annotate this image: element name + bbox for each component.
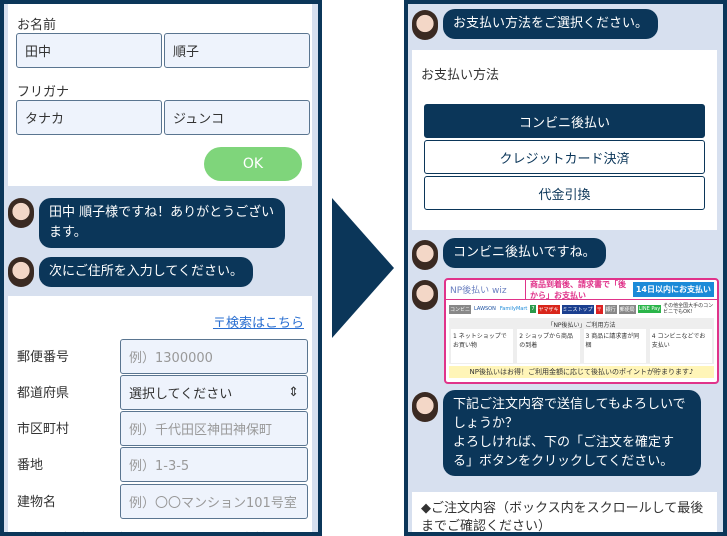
np-atobarai-banner: NP後払い wiz 商品到着後、請求書で「後から」お支払い 14日以内にお支払い… [444,278,719,384]
operator-avatar [8,257,34,287]
chat-bubble: お支払い方法をご選択ください。 [443,9,659,39]
order-summary-card[interactable]: ◆ご注文内容（ボックス内をスクロールして最後までご確認ください） [412,492,717,534]
payment-option-credit[interactable]: クレジットカード決済 [424,140,705,174]
address-form-card: 〒検索はこちら 郵便番号 例）1300000 都道府県 選択してください ⇕ 市区… [8,296,314,532]
order-heading: ◆ご注文内容（ボックス内をスクロールして最後までご確認ください） [421,501,704,534]
building-input[interactable]: 例）〇〇マンション101号室 [120,484,308,519]
ok-button[interactable]: OK [204,147,302,181]
store-logo: LAWSON [473,305,497,313]
arrow-right-icon [332,198,394,338]
store-logo: 7 [530,305,536,313]
zip-search-link[interactable]: 〒検索はこちら [212,316,304,331]
chat-bubble: 田中 順子様ですね！ありがとうございます。 [39,198,285,248]
step-item: 4 コンビニなどでお支払い [649,329,712,363]
payment-label: お支払い方法 [421,68,500,83]
operator-avatar [412,392,438,422]
store-logos: コンビニ LAWSON FamilyMart 7 ヤマザキ ミニストップ 〒 銀… [446,300,717,318]
banner-headline: 商品到着後、請求書で「後から」お支払い [530,279,626,300]
stores-note: その他全国大手のコンビニでもOK! [663,303,714,315]
prefecture-select[interactable]: 選択してください ⇕ [120,375,308,410]
payment-option-cod[interactable]: 代金引換 [424,176,705,210]
city-label: 市区町村 [17,422,70,437]
store-logo: ミニストップ [561,304,594,314]
operator-avatar [412,280,438,310]
prefecture-value: 選択してください [129,387,233,402]
banner-footer: NP後払いはお得！ご利用金額に応じて後払いのポイントが貯まります♪ [449,366,714,378]
street-input[interactable]: 例）1-3-5 [120,447,308,482]
operator-avatar [412,10,438,40]
operator-avatar [8,198,34,228]
usage-steps: 「NP後払い」ご利用方法 1 ネットショップでお買い物 2 ショップから商品の到… [449,318,714,364]
np-logo: NP後払い wiz [446,280,526,299]
store-logo: 郵便局 [618,304,636,314]
store-logo: 〒 [595,304,603,314]
postal-code-label: 郵便番号 [17,350,70,365]
first-kana-input[interactable]: ジュンコ [164,100,310,135]
right-chat-screen: お支払い方法をご選択ください。 お支払い方法 コンビニ後払い クレジットカード決… [404,0,727,536]
left-chat-screen: お名前 田中 順子 フリガナ タナカ ジュンコ OK 田中 順子様ですね！ありが… [0,0,322,536]
kana-label: フリガナ [17,85,70,100]
step-item: 1 ネットショップでお買い物 [451,329,514,363]
step-item: 2 ショップから商品の到着 [517,329,580,363]
street-label: 番地 [17,458,44,473]
postal-code-input[interactable]: 例）1300000 [120,339,308,374]
building-label: 建物名 [17,495,57,510]
steps-title: 「NP後払い」ご利用方法 [547,322,616,329]
chat-bubble: 下記ご注文内容で送信してもよろしいでしょうか？ よろしければ、下の「ご注文を確定… [443,390,701,476]
last-name-input[interactable]: 田中 [16,33,162,68]
name-label: お名前 [17,18,57,33]
banner-badge: 14日以内にお支払い [632,282,714,297]
step-item: 3 商品に請求書が同梱 [583,329,646,363]
store-logo: 銀行 [604,304,617,314]
chevron-updown-icon: ⇕ [288,385,299,400]
store-logo: コンビニ [449,304,472,314]
first-name-input[interactable]: 順子 [164,33,310,68]
chat-bubble: 次にご住所を入力してください。 [39,257,253,287]
city-input[interactable]: 例）千代田区神田神保町 [120,411,308,446]
payment-card: お支払い方法 コンビニ後払い クレジットカード決済 代金引換 [412,50,717,230]
store-logo: ヤマザキ [537,304,560,314]
operator-avatar [412,240,438,270]
name-form-card: お名前 田中 順子 フリガナ タナカ ジュンコ OK [8,4,312,186]
store-logo: LINE Pay [637,305,662,313]
address-note: ※住所が最後まで記入されているかをご確認下さい [17,528,314,532]
store-logo: FamilyMart [498,305,529,313]
last-kana-input[interactable]: タナカ [16,100,162,135]
payment-option-convenience[interactable]: コンビニ後払い [424,104,705,138]
prefecture-label: 都道府県 [17,386,70,401]
chat-bubble: コンビニ後払いですね。 [443,238,606,268]
